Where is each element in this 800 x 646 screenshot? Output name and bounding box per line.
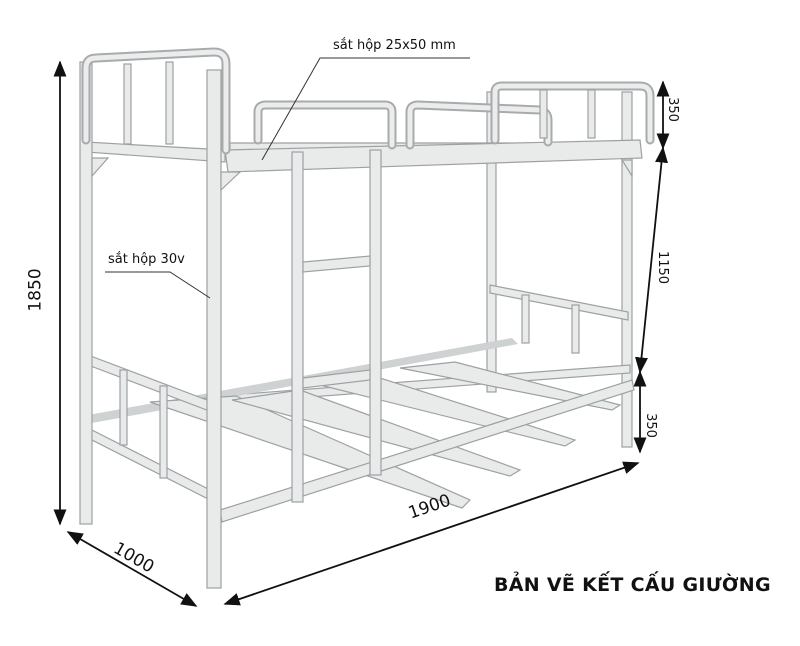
left-headboard-bar-1 [123,63,132,145]
ladder-rung-1 [302,255,371,273]
brace-2 [220,171,242,192]
top-tube-leader [261,57,470,161]
bottom-clearance-label: 350 [642,413,658,438]
ladder-left-rail [291,151,304,503]
right-headboard-bar-2 [587,89,596,139]
ladder-rung-2 [302,369,371,389]
callout-leaders [105,57,470,299]
bed-frame [79,47,655,589]
post-tube-leader [105,271,211,299]
total-height-label: 1850 [25,268,46,312]
between-beds-dimension-line [635,146,668,374]
right-headboard-bar-1 [539,89,548,139]
ladder-right-rail [369,149,382,476]
lower-end-bar-1 [119,369,128,446]
width-dimension-line [66,531,198,607]
dimension-lines [53,60,670,607]
slat-4 [399,361,622,411]
lower-right-bar-2 [571,304,580,354]
top-rail-height-label: 350 [664,97,680,122]
lower-end-bar-2 [159,385,168,479]
lower-right-end-rail [489,284,629,321]
guard-rail-1 [253,100,397,150]
brace-1 [91,157,110,178]
left-headboard-bar-2 [165,61,174,145]
brace-3 [620,159,633,179]
drawing-title: BẢN VẼ KẾT CẤU GIƯỜNG [494,574,771,596]
left-front-post [206,69,222,589]
post-tube-callout: sắt hộp 30v [108,252,185,267]
lower-end-mid-rail [87,427,221,506]
lower-right-bar-1 [521,294,530,344]
between-beds-label: 1150 [655,250,671,285]
back-right-post [621,91,633,448]
length-dimension-line [223,461,640,606]
top-tube-callout: sắt hộp 25x50 mm [333,38,456,53]
left-headboard [81,47,231,155]
